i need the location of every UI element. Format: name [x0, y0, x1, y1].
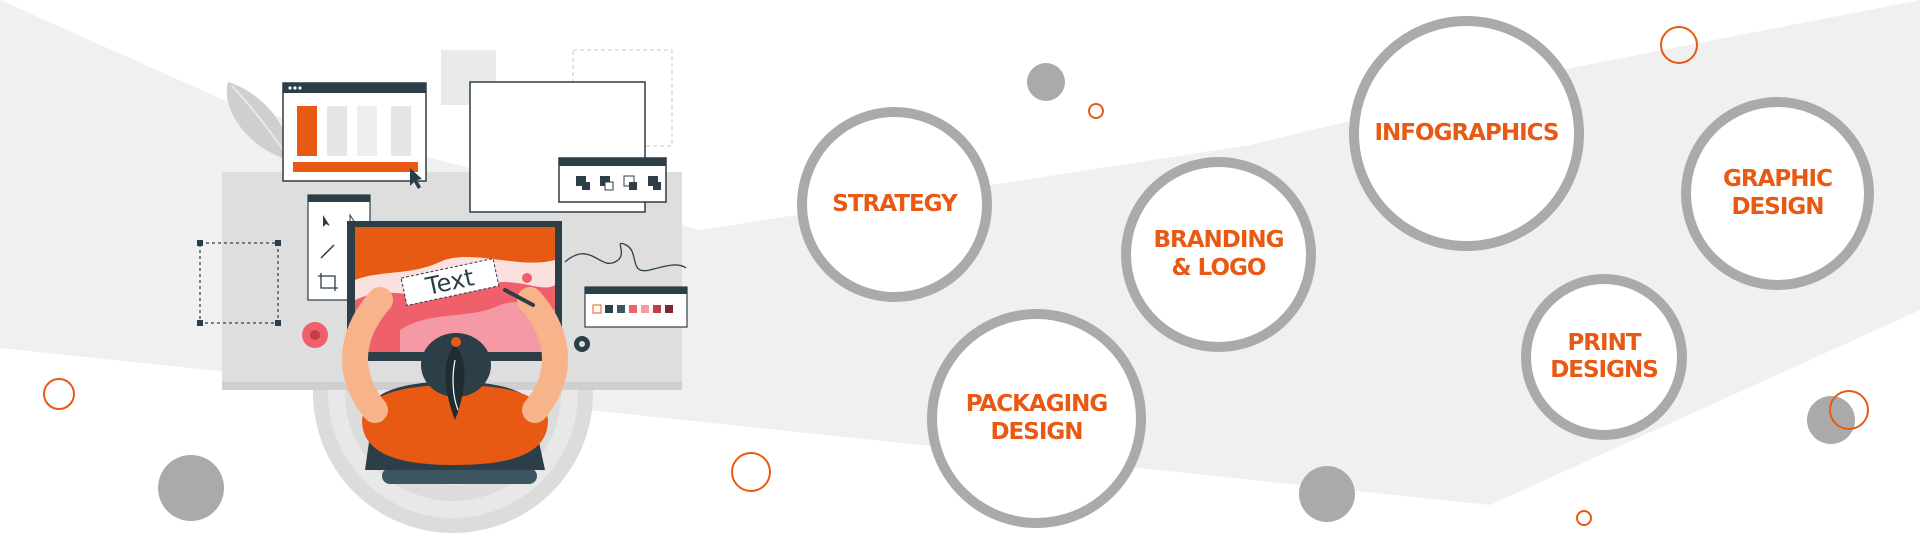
service-label: INFOGRAPHICS: [1374, 119, 1560, 146]
decor-ring: [1660, 26, 1698, 64]
service-label: STRATEGY: [832, 190, 957, 217]
decor-dot: [158, 455, 224, 521]
decor-ring: [1088, 103, 1104, 119]
service-label: PRINT DESIGNS: [1550, 329, 1659, 383]
decor-ring: [731, 452, 771, 492]
service-label: PACKAGING DESIGN: [965, 391, 1109, 445]
decor-ring: [1829, 390, 1869, 430]
decor-ring: [1576, 510, 1592, 526]
decor-ring: [43, 378, 75, 410]
service-graphic-design[interactable]: GRAPHIC DESIGN: [1681, 97, 1874, 290]
service-branding-logo[interactable]: BRANDING & LOGO: [1121, 157, 1316, 352]
service-packaging-design[interactable]: PACKAGING DESIGN: [927, 309, 1146, 528]
service-strategy[interactable]: STRATEGY: [797, 107, 992, 302]
service-print-designs[interactable]: PRINT DESIGNS: [1521, 274, 1687, 440]
service-label: BRANDING & LOGO: [1153, 227, 1284, 281]
decor-dot: [1299, 466, 1355, 522]
decor-dot: [1807, 396, 1855, 444]
designer-illustration: Text: [197, 49, 688, 533]
service-infographics[interactable]: INFOGRAPHICS: [1349, 16, 1584, 251]
service-label: GRAPHIC DESIGN: [1723, 166, 1833, 220]
decor-dot: [1027, 63, 1065, 101]
